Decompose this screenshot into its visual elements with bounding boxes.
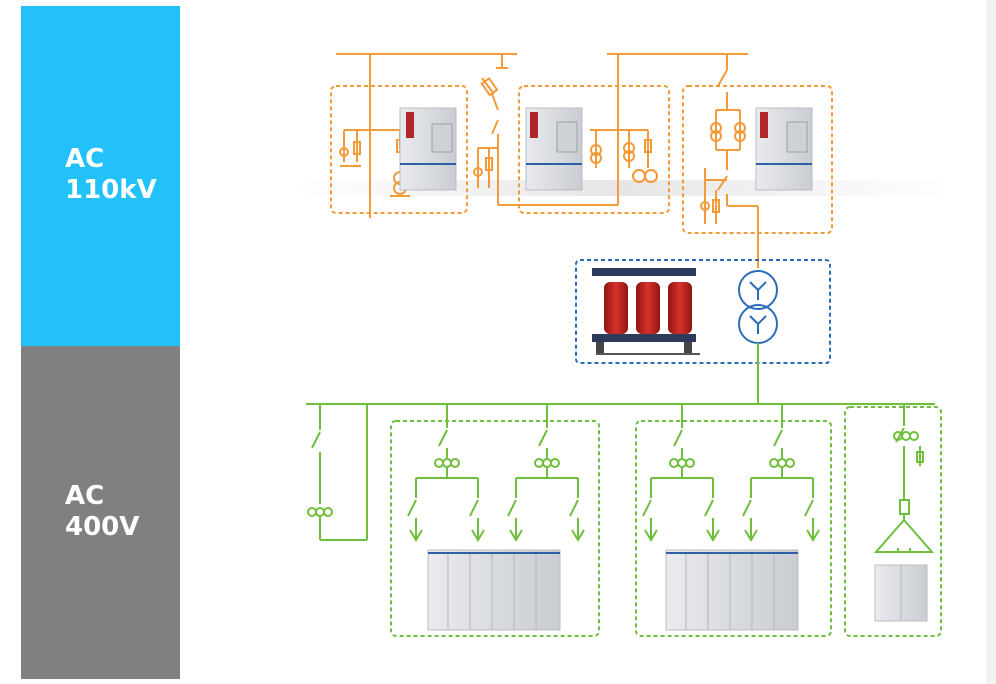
switchgear-cabinet-1 bbox=[399, 107, 457, 191]
dry-type-transformer bbox=[592, 268, 700, 355]
hv-switch bbox=[491, 119, 499, 135]
switchgear-cabinet-3 bbox=[755, 107, 813, 191]
hv-section bbox=[295, 53, 950, 268]
hv-cabinet-box-3 bbox=[682, 85, 833, 234]
hv-cabinet-box-2 bbox=[518, 85, 670, 214]
lv-capacitor-box bbox=[844, 406, 942, 637]
right-edge-strip bbox=[986, 0, 996, 684]
low-voltage-switchboard-1 bbox=[427, 549, 561, 631]
lv-voltage-label: AC 400V bbox=[65, 481, 140, 542]
lv-band: AC 400V bbox=[21, 346, 180, 679]
lv-section bbox=[306, 343, 942, 637]
hv-voltage-label: AC 110kV bbox=[65, 144, 157, 205]
transformer-box bbox=[575, 259, 831, 364]
transformer-symbol bbox=[738, 270, 778, 344]
lv-panel-box-2 bbox=[635, 420, 832, 637]
switchgear-cabinet-2 bbox=[525, 107, 583, 191]
hv-cabinet-box-1 bbox=[330, 85, 468, 214]
capacitor-bank bbox=[874, 564, 928, 622]
hv-fuse bbox=[481, 77, 495, 95]
low-voltage-switchboard-2 bbox=[665, 549, 799, 631]
transformer-section bbox=[575, 259, 831, 364]
hv-band: AC 110kV bbox=[21, 6, 180, 346]
lv-panel-box-1 bbox=[390, 420, 600, 637]
